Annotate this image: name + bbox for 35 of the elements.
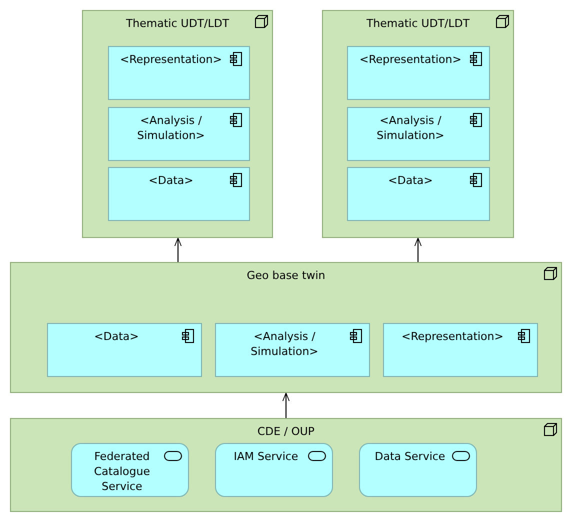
group-title: Thematic UDT/LDT	[124, 16, 230, 31]
group-title: CDE / OUP	[256, 424, 316, 439]
service-box	[359, 443, 477, 497]
box-label: <Data>	[387, 173, 434, 188]
box-label: <Representation>	[119, 52, 223, 67]
component-box	[383, 323, 538, 377]
component-box	[347, 46, 490, 100]
box-label: Federated Catalogue Service	[93, 449, 151, 494]
node-container	[322, 10, 514, 238]
component-box	[347, 167, 490, 221]
box-label: <Representation>	[400, 329, 504, 344]
component-box	[347, 107, 490, 161]
component-box	[47, 323, 202, 377]
box-label: <Representation>	[358, 52, 462, 67]
component-box	[108, 107, 250, 161]
component-box	[215, 323, 370, 377]
box-label: Data Service	[374, 449, 446, 464]
box-label: <Data>	[148, 173, 194, 188]
service-box	[71, 443, 189, 497]
box-label: <Data>	[93, 329, 140, 344]
arrow	[282, 392, 290, 418]
arrow	[174, 238, 182, 262]
node-container	[82, 10, 273, 238]
box-label: <Analysis / Simulation>	[136, 113, 206, 143]
component-box	[108, 167, 250, 221]
node-container	[10, 418, 562, 512]
box-label: IAM Service	[232, 449, 300, 464]
box-label: <Analysis / Simulation>	[250, 329, 320, 359]
node-container	[10, 262, 562, 393]
group-title: Thematic UDT/LDT	[365, 16, 471, 31]
box-label: <Analysis / Simulation>	[376, 113, 446, 143]
component-box	[108, 46, 250, 100]
service-box	[215, 443, 333, 497]
arrow	[414, 238, 422, 262]
group-title: Geo base twin	[246, 268, 326, 283]
